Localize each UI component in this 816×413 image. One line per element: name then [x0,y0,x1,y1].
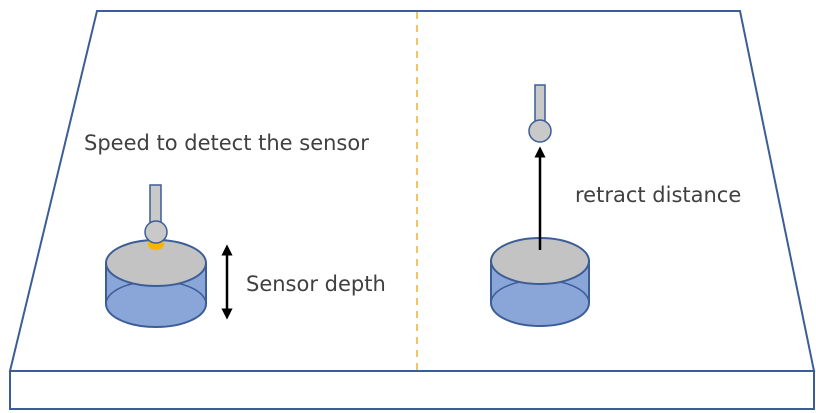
right-probe-tip [528,119,552,143]
right-probe [528,84,552,143]
left-probe [144,184,168,250]
right-sensor [490,237,590,327]
plate-front-edge [9,370,815,410]
speed-label: Speed to detect the sensor [84,131,369,155]
left-sensor [105,239,207,328]
base-plate [8,10,816,410]
sensor-depth-label: Sensor depth [246,272,386,296]
retract-distance-label: retract distance [575,183,741,207]
right-probe-stem [534,84,546,126]
left-probe-tip [144,220,168,244]
